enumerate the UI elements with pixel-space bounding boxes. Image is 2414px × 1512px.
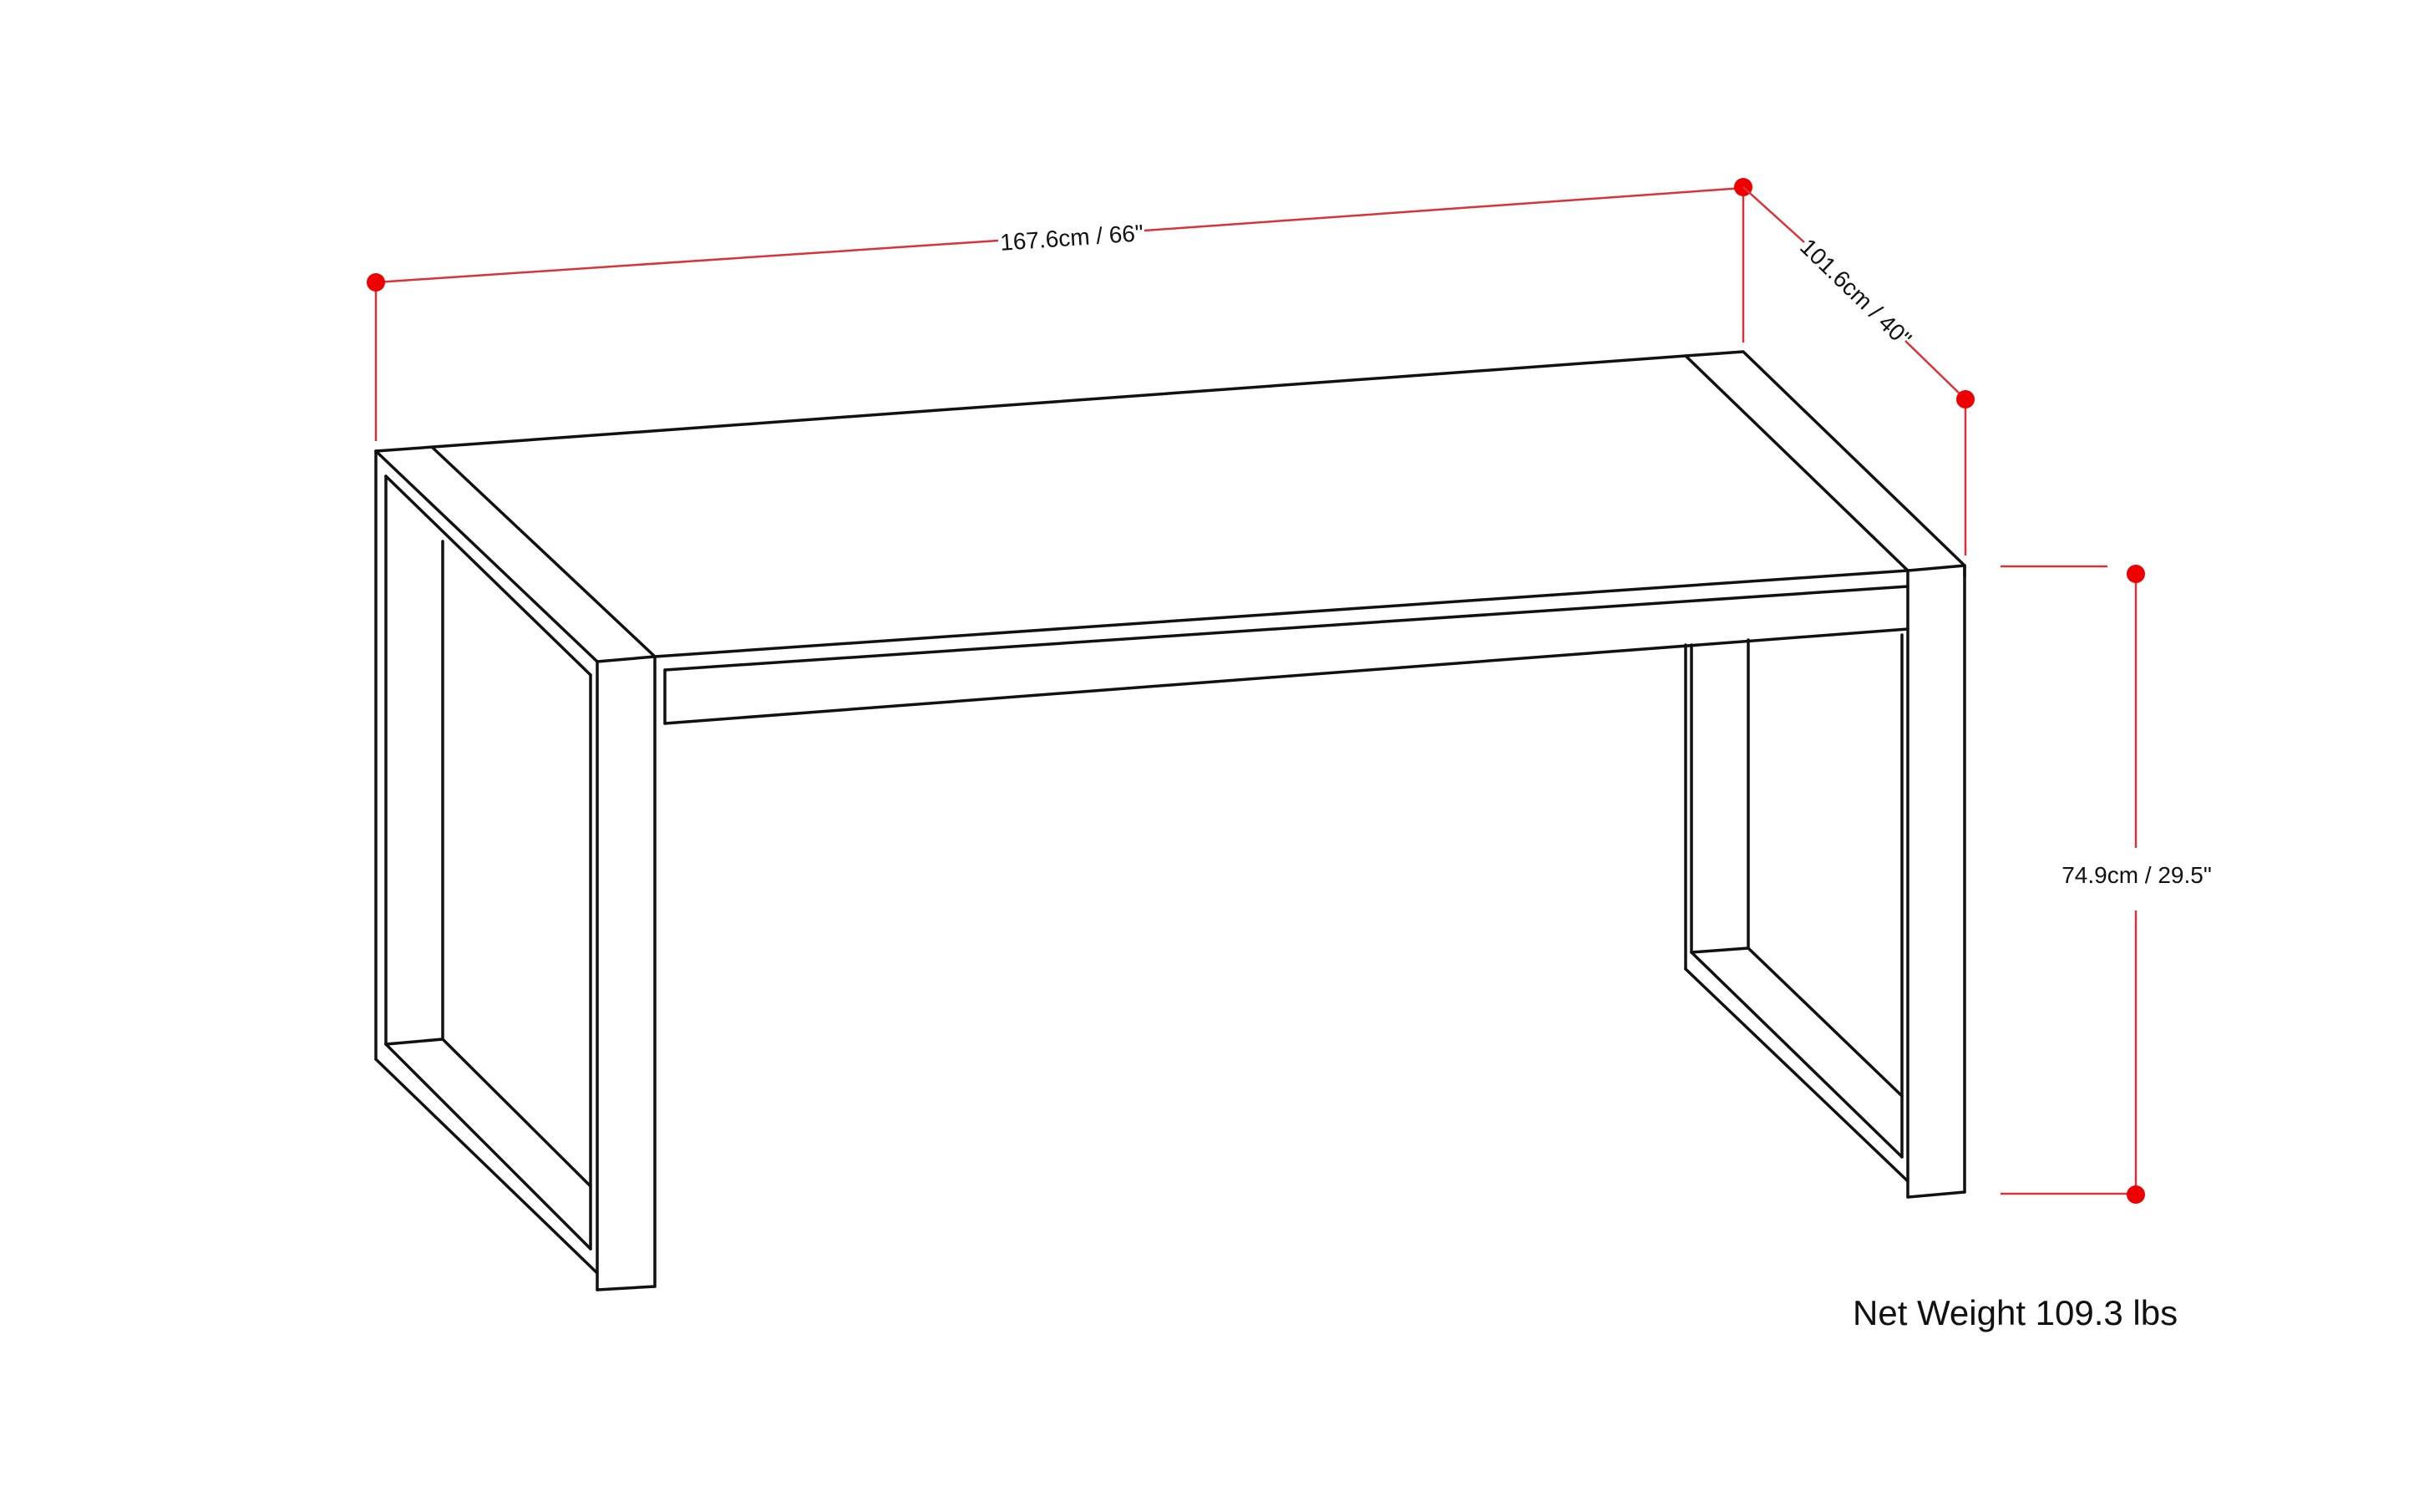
right-front-leg <box>1900 564 1966 1199</box>
net-weight-label: Net Weight 109.3 lbs <box>1853 1293 2178 1332</box>
depth-end-marker <box>1956 390 1975 408</box>
right-side-frame <box>1684 638 1909 1183</box>
left-front-leg <box>589 655 667 1291</box>
height-label: 74.9cm / 29.5" <box>2062 862 2212 888</box>
width-start-marker <box>367 273 385 292</box>
height-dimension: 74.9cm / 29.5" <box>2001 565 2212 1204</box>
width-label: 167.6cm / 66" <box>999 220 1144 256</box>
left-side-frame <box>374 449 599 1275</box>
height-bottom-marker <box>2127 1185 2145 1204</box>
height-top-marker <box>2127 565 2145 583</box>
table-outline <box>374 350 1966 1291</box>
tabletop <box>374 350 1966 672</box>
front-apron <box>663 627 1909 725</box>
depth-dimension: 101.6cm / 40" <box>1742 186 1975 556</box>
depth-label: 101.6cm / 40" <box>1795 234 1916 353</box>
